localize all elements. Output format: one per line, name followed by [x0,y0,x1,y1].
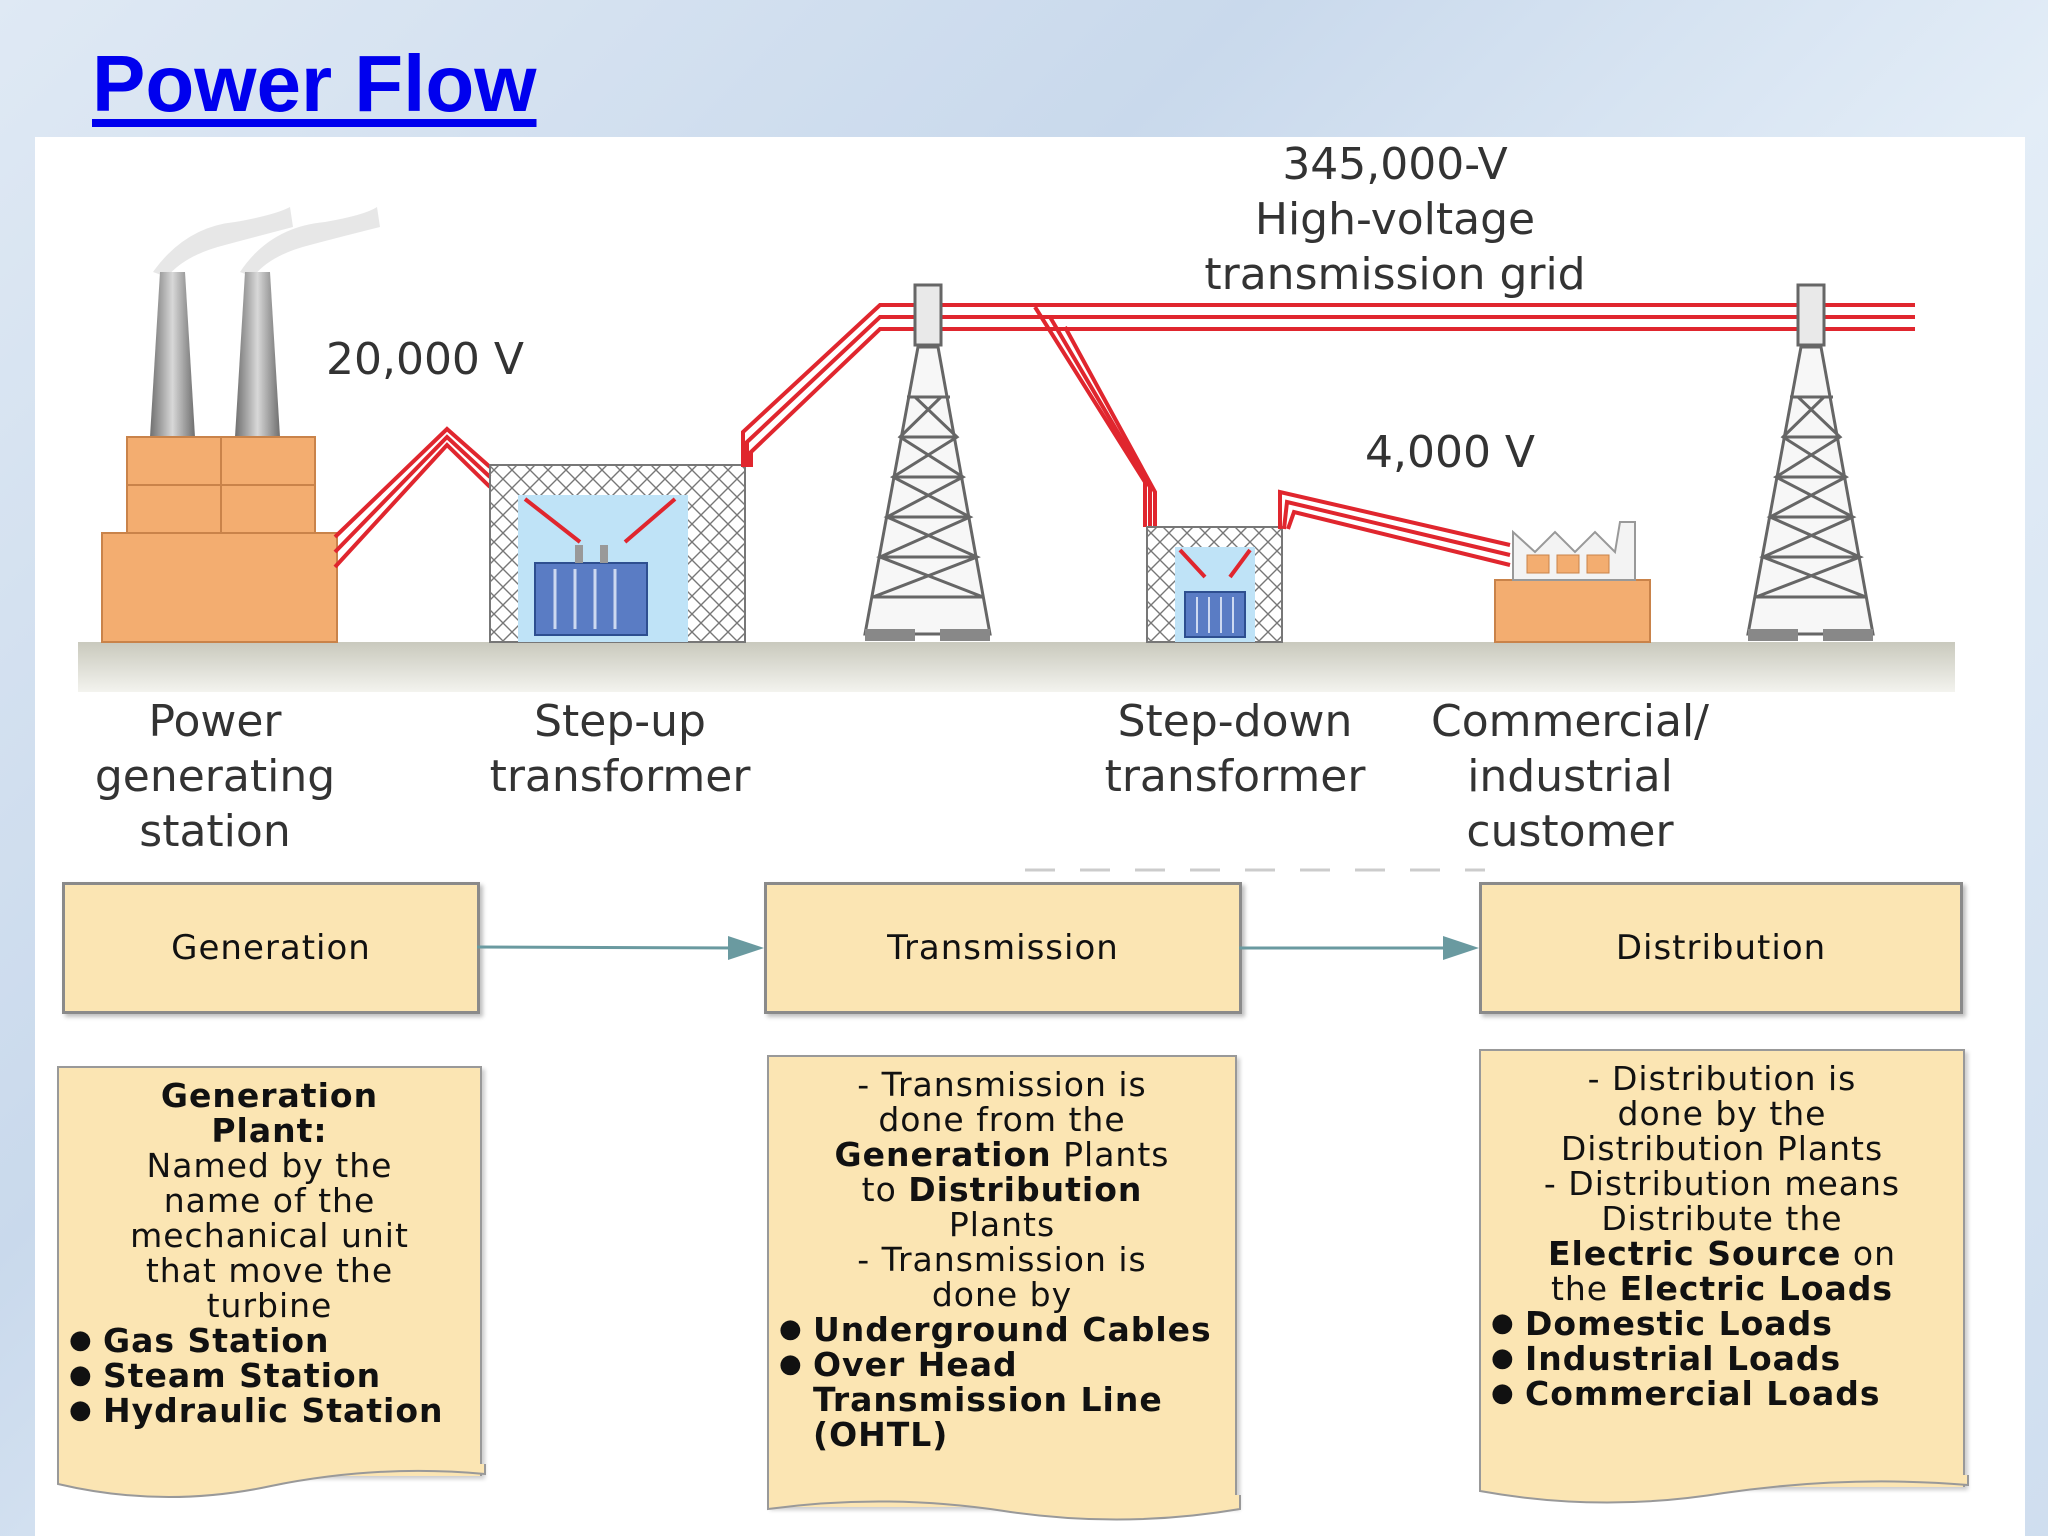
label-customer-line-1: Commercial/ [1431,696,1709,747]
note-transmission-line-5: Plants [948,1205,1056,1244]
note-distribution-the-word: the [1550,1269,1609,1308]
step-down-transformer-icon [1146,526,1283,643]
note-distribution-bullet-1: Domestic Loads [1485,1306,1959,1341]
note-distribution-bold-loads: Electric Loads [1619,1269,1894,1308]
transmission-tower-icon-2 [1746,283,1875,641]
note-transmission-line-6: - Transmission is [857,1240,1147,1279]
note-generation-wave [57,1464,486,1499]
note-generation-bullet-2: Steam Station [63,1358,476,1393]
note-transmission-plants-word: Plants [1063,1135,1170,1174]
power-station-icon [101,207,380,643]
voltage-label-grid-line-1: 345,000-V [1282,139,1508,190]
note-transmission: - Transmission is done from the Generati… [767,1055,1241,1521]
note-distribution-line-4: - Distribution means [1543,1164,1901,1203]
note-distribution-line-5: Distribute the [1601,1199,1843,1238]
step-up-transformer-icon [489,464,746,643]
generation-lines [333,426,492,569]
note-distribution-on-word: on [1852,1234,1896,1273]
stage-distribution: Distribution [1479,882,1963,1014]
stage-transmission: Transmission [764,882,1242,1014]
label-customer-line-2: industrial [1467,751,1673,802]
grid-to-step-down-lines [1033,305,1157,527]
note-transmission-line-2: done from the [878,1100,1126,1139]
note-transmission-to-word: to [861,1170,897,1209]
voltage-label-grid-line-2: High-voltage [1254,194,1536,245]
label-customer: Commercial/ industrial customer [1390,694,1750,859]
voltage-label-grid-line-3: transmission grid [1204,249,1586,300]
note-generation-bullet-3: Hydraulic Station [63,1393,476,1428]
note-generation-text-2: name of the [163,1181,376,1220]
note-distribution-bullet-3: Commercial Loads [1485,1376,1959,1411]
voltage-label-grid: 345,000-V High-voltage transmission grid [1135,137,1655,302]
note-transmission-wave [767,1495,1241,1521]
note-generation-heading-2: Plant: [211,1111,328,1150]
label-step-down-line-2: transformer [1104,751,1366,802]
note-distribution: - Distribution is done by the Distributi… [1479,1049,1969,1504]
note-transmission-line-3: Generation Plants [773,1137,1231,1172]
label-power-station-line-2: generating [94,751,336,802]
note-distribution-line-6: Electric Source on [1485,1236,1959,1271]
note-distribution-wave [1479,1475,1969,1504]
industrial-customer-icon [1494,521,1651,643]
voltage-label-generation: 20,000 V [325,334,525,385]
step-up-to-grid-lines [741,303,1915,467]
transmission-tower-icon-1 [863,283,992,641]
note-transmission-line-1: - Transmission is [857,1065,1147,1104]
note-distribution-line-7: the Electric Loads [1485,1271,1959,1306]
diagram-panel: 20,000 V 345,000-V High-voltage transmis… [35,137,2025,1536]
label-power-station: Power generating station [85,694,345,859]
label-customer-line-3: customer [1466,806,1674,857]
note-generation-heading-1: Generation [160,1076,379,1115]
slide-title: Power Flow [92,39,537,128]
voltage-label-distribution: 4,000 V [1364,427,1536,478]
label-step-down-line-1: Step-down [1117,696,1353,747]
label-step-up-line-2: transformer [489,751,751,802]
note-distribution-bold-source: Electric Source [1548,1234,1842,1273]
stage-generation: Generation [62,882,480,1014]
note-generation-text-4: that move the [145,1251,394,1290]
note-distribution-line-3: Distribution Plants [1560,1129,1884,1168]
note-transmission-bullet-1: Underground Cables [773,1312,1231,1347]
note-transmission-bullet-2: Over Head Transmission Line (OHTL) [773,1347,1231,1452]
note-transmission-line-7: done by [931,1275,1073,1314]
note-transmission-line-4: to Distribution [773,1172,1231,1207]
note-generation-bullet-1: Gas Station [63,1323,476,1358]
note-distribution-line-2: done by the [1617,1094,1827,1133]
note-distribution-line-1: - Distribution is [1587,1059,1857,1098]
note-transmission-bold-generation: Generation [834,1135,1052,1174]
note-transmission-bold-distribution: Distribution [908,1170,1143,1209]
note-distribution-bullet-2: Industrial Loads [1485,1341,1959,1376]
power-flow-illustration [78,207,1955,872]
note-generation-text-5: turbine [206,1286,333,1325]
label-step-up-line-1: Step-up [534,696,706,747]
ground [78,642,1955,692]
label-step-down: Step-down transformer [1075,694,1395,804]
label-power-station-line-1: Power [148,696,282,747]
distribution-lines [1278,489,1511,567]
note-generation-text-3: mechanical unit [130,1216,409,1255]
note-generation: Generation Plant: Named by the name of t… [57,1066,486,1499]
label-step-up: Step-up transformer [460,694,780,804]
note-generation-text-1: Named by the [146,1146,393,1185]
label-power-station-line-3: station [139,806,291,857]
